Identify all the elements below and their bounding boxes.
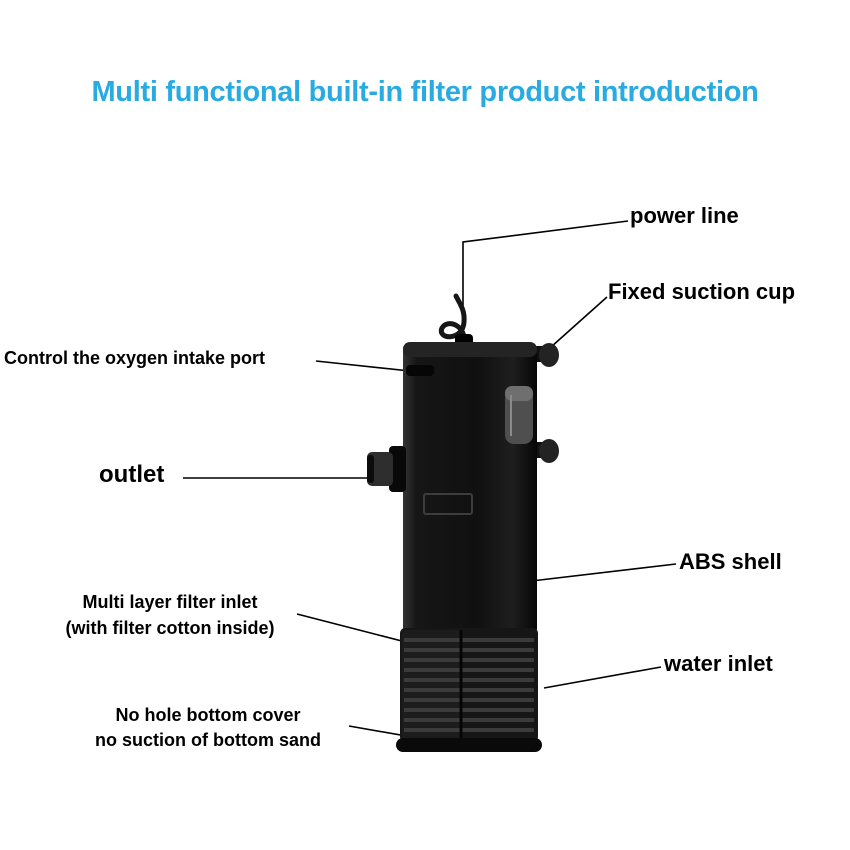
label-no-hole-bottom-cover-line1: No hole bottom cover [115,705,301,725]
callout-water-inlet [543,666,662,689]
body-label-recess [423,493,473,515]
power-cord [438,293,467,347]
label-water-inlet: water inlet [664,651,773,676]
callout-lines [183,220,677,748]
oxygen-intake-port [406,365,434,376]
page-title: Multi functional built-in filter product… [91,76,759,108]
label-multi-layer-filter-inlet-line1: Multi layer filter inlet [82,592,258,612]
callout-fixed-suction-cup [550,296,608,348]
label-no-hole-bottom-cover: No hole bottom cover no suction of botto… [58,703,358,753]
filter-body [403,342,537,638]
callout-power-line [462,220,629,315]
label-power-line: power line [630,203,739,228]
top-cap [403,342,537,357]
intake-grille [400,628,538,742]
outlet-tip [367,455,374,483]
label-outlet: outlet [99,461,165,488]
label-abs-shell: ABS shell [679,549,782,574]
label-multi-layer-filter-inlet-line2: (with filter cotton inside) [65,618,275,639]
suction-cup-bottom [539,439,559,463]
intake-grille-slats [404,638,534,732]
flow-tube-cap [505,386,533,401]
label-oxygen-intake-port: Control the oxygen intake port [4,348,266,368]
label-multi-layer-filter-inlet: Multi layer filter inlet (with filter co… [40,589,300,641]
filter-unit [367,293,559,752]
outlet-flange [389,446,406,492]
label-no-hole-bottom-cover-line2: no suction of bottom sand [95,730,321,751]
suction-cup-top [539,343,559,367]
bottom-cover [396,738,542,752]
label-fixed-suction-cup: Fixed suction cup [608,279,796,304]
callout-abs-shell [522,563,677,583]
